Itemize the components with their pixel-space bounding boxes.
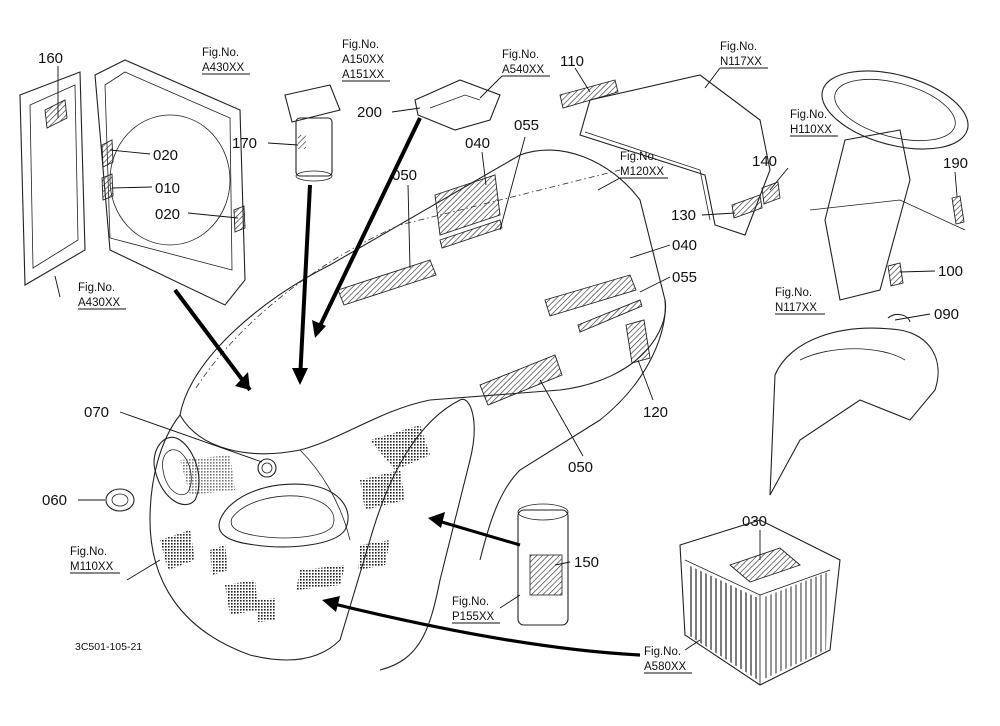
drawing-code: 3C501-105-21 — [75, 641, 142, 653]
fig-ref-h110: Fig.No. H110XX — [790, 109, 838, 137]
svg-text:A151XX: A151XX — [342, 69, 385, 81]
part-label-055-a: 055 — [514, 117, 539, 134]
svg-text:A430XX: A430XX — [202, 62, 245, 74]
part-label-160: 160 — [38, 50, 63, 67]
fig-ref-a150: Fig.No. A150XX A151XX — [342, 39, 390, 82]
svg-text:H110XX: H110XX — [790, 124, 832, 136]
part-label-010: 010 — [155, 180, 180, 197]
part-label-030: 030 — [742, 513, 767, 530]
svg-text:M110XX: M110XX — [70, 561, 114, 573]
svg-text:A540XX: A540XX — [502, 64, 545, 76]
part-label-020-b: 020 — [155, 206, 180, 223]
part-labels: 160 020 010 020 170 200 110 040 055 050 … — [38, 50, 968, 571]
fig-ref-a540: Fig.No. A540XX — [479, 49, 550, 99]
fig-ref-a430-top: Fig.No. A430XX — [202, 47, 250, 75]
fig-ref-a580: Fig.No. A580XX — [644, 646, 692, 674]
svg-text:Fig.No.: Fig.No. — [78, 282, 115, 294]
hood-body — [149, 149, 667, 671]
bracket-200 — [414, 79, 501, 131]
steering-assembly — [809, 70, 969, 301]
fuel-filter — [284, 84, 341, 182]
part-label-100: 100 — [938, 263, 963, 280]
svg-text:Fig.No.: Fig.No. — [720, 41, 757, 53]
svg-text:Fig.No.: Fig.No. — [202, 47, 239, 59]
part-label-055-b: 055 — [672, 269, 697, 286]
part-label-200: 200 — [357, 104, 382, 121]
svg-text:A150XX: A150XX — [342, 54, 385, 66]
figure-references: Fig.No. A430XX Fig.No. A150XX A151XX Fig… — [70, 39, 838, 674]
filter-element — [517, 503, 569, 626]
svg-text:Fig.No.: Fig.No. — [452, 596, 489, 608]
battery — [679, 519, 841, 686]
part-label-120: 120 — [643, 404, 668, 421]
part-label-040-a: 040 — [465, 135, 490, 152]
clip-090 — [887, 313, 911, 323]
leader-lines — [54, 66, 958, 651]
svg-text:A580XX: A580XX — [644, 661, 687, 673]
radiator-shroud — [19, 59, 246, 306]
part-label-090: 090 — [934, 306, 959, 323]
fig-ref-m110: Fig.No. M110XX — [70, 546, 120, 574]
part-label-040-b: 040 — [672, 237, 697, 254]
grommet-060 — [105, 488, 135, 512]
part-label-130: 130 — [671, 207, 696, 224]
svg-text:P155XX: P155XX — [452, 611, 495, 623]
part-label-170: 170 — [232, 135, 257, 152]
part-label-150: 150 — [574, 554, 599, 571]
part-label-060: 060 — [42, 492, 67, 509]
part-label-020-a: 020 — [153, 147, 178, 164]
fig-ref-p155: Fig.No. P155XX — [452, 596, 500, 624]
svg-text:Fig.No.: Fig.No. — [502, 49, 539, 61]
svg-text:Fig.No.: Fig.No. — [644, 646, 681, 658]
svg-text:Fig.No.: Fig.No. — [790, 109, 827, 121]
svg-text:Fig.No.: Fig.No. — [620, 151, 657, 163]
dash-panel-cover — [559, 74, 781, 236]
fig-ref-a430-bottom: Fig.No. A430XX — [78, 282, 126, 310]
part-label-070: 070 — [84, 404, 109, 421]
fender-cover — [769, 327, 939, 496]
part-label-050-a: 050 — [392, 167, 417, 184]
svg-text:Fig.No.: Fig.No. — [70, 546, 107, 558]
svg-text:M120XX: M120XX — [620, 166, 664, 178]
part-label-190: 190 — [943, 155, 968, 172]
svg-text:N117XX: N117XX — [775, 302, 817, 314]
fig-ref-m120: Fig.No. M120XX — [597, 151, 668, 191]
pointer-arrows — [173, 117, 641, 657]
part-label-050-b: 050 — [568, 459, 593, 476]
svg-text:Fig.No.: Fig.No. — [342, 39, 379, 51]
part-label-140: 140 — [752, 153, 777, 170]
part-label-110: 110 — [560, 53, 584, 70]
svg-text:A430XX: A430XX — [78, 297, 121, 309]
svg-text:N117XX: N117XX — [720, 56, 762, 68]
fig-ref-n117-top: Fig.No. N117XX — [704, 41, 768, 89]
fig-ref-n117-mid: Fig.No. N117XX — [775, 287, 825, 315]
svg-text:Fig.No.: Fig.No. — [775, 287, 812, 299]
